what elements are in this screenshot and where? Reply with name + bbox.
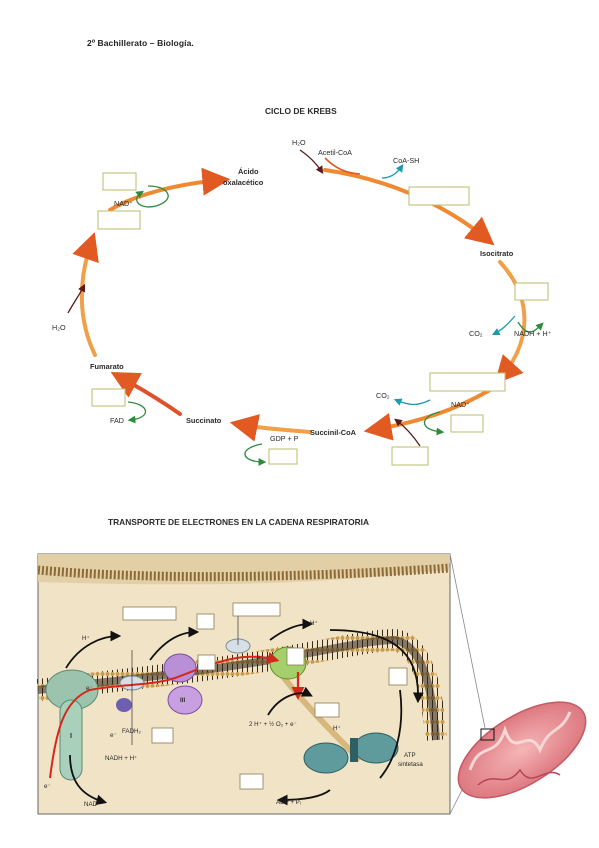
- krebs-cycle-diagram: Ácido oxalacético H₂O Acetil-CoA CoA-SH …: [52, 138, 552, 466]
- label-nad-right: NAD⁺: [451, 400, 470, 409]
- label-complex-i: I: [70, 731, 72, 740]
- atp-synthase: [303, 732, 399, 774]
- complex-iv: [269, 646, 307, 680]
- label-succinato: Succinato: [186, 416, 222, 425]
- etc-title: TRANSPORTE DE ELECTRONES EN LA CADENA RE…: [108, 517, 370, 527]
- arc-succinilcoa-succinato: [229, 414, 312, 442]
- label-hplus-3: H⁺: [333, 725, 341, 732]
- label-coash: CoA-SH: [393, 156, 419, 165]
- answer-box[interactable]: [151, 727, 174, 744]
- answer-box[interactable]: [391, 446, 429, 466]
- arrow-co2-2: [393, 398, 431, 406]
- label-oxygen: 2 H⁺ + ½ O₂ + e⁻: [249, 721, 297, 728]
- label-isocitrato: Isocitrato: [480, 249, 514, 258]
- label-nad-left: NAD⁺: [114, 199, 133, 208]
- complex-i: [45, 669, 99, 781]
- etc-panel: [36, 553, 451, 815]
- arc-succinato-fumarato: [110, 371, 182, 416]
- arrow-nadh-right: [517, 321, 544, 333]
- arrow-co2-1: [491, 315, 516, 336]
- arc-malato-oxalacetico: [108, 167, 231, 212]
- answer-box[interactable]: [514, 282, 549, 301]
- label-atp-2: sintetasa: [398, 761, 423, 768]
- label-eminus-4: e⁻: [44, 783, 51, 790]
- answer-box[interactable]: [196, 613, 215, 630]
- arrow-gdp: [244, 443, 267, 466]
- answer-box[interactable]: [429, 372, 506, 392]
- label-fad: FAD: [110, 416, 124, 425]
- answer-box[interactable]: [268, 448, 298, 465]
- answer-box[interactable]: [388, 667, 408, 686]
- label-co2-1: CO₂: [469, 329, 483, 338]
- label-nad: NAD⁺: [84, 801, 100, 808]
- answer-box[interactable]: [102, 172, 137, 191]
- label-atp-1: ATP: [404, 752, 416, 759]
- complex-iii: [163, 653, 203, 715]
- label-hplus-2: H⁺: [310, 620, 318, 627]
- answer-box[interactable]: [97, 210, 141, 230]
- label-nadh: NADH + H⁺: [514, 329, 552, 338]
- arc-fumarato-malato: [72, 232, 99, 357]
- answer-box[interactable]: [314, 702, 340, 718]
- arrow-nad-left: [135, 185, 169, 208]
- label-nadh: NADH + H⁺: [105, 755, 137, 762]
- arrow-acetil: [324, 157, 361, 175]
- label-eminus-1: e⁻: [86, 685, 93, 692]
- label-hplus-1: H⁺: [82, 635, 90, 642]
- complex-ii: [116, 698, 132, 712]
- answer-box[interactable]: [286, 647, 305, 666]
- answer-box[interactable]: [91, 388, 126, 407]
- label-acetil: Acetil-CoA: [318, 148, 352, 157]
- label-oxalacetico-2: oxalacético: [223, 178, 264, 187]
- label-fadh2: FADH₂: [122, 728, 142, 735]
- label-eminus-3: e⁻: [110, 732, 117, 739]
- mitochondrion-image: [457, 701, 587, 799]
- krebs-title: CICLO DE KREBS: [265, 106, 337, 116]
- page-header: 2º Bachillerato – Biología.: [87, 38, 194, 48]
- label-co2-2: CO₂: [376, 391, 390, 400]
- answer-box[interactable]: [232, 602, 281, 617]
- arrow-dark-right: [394, 418, 421, 447]
- arrow-h2o-top: [299, 149, 324, 174]
- arrow-nad-right: [423, 411, 445, 436]
- arrow-fad: [127, 401, 147, 424]
- label-fumarato: Fumarato: [90, 362, 124, 371]
- arc-alfa-succinilcoa: [363, 388, 492, 441]
- answer-box[interactable]: [197, 654, 216, 671]
- label-h2o-left: H₂O: [52, 323, 66, 332]
- answer-box[interactable]: [450, 414, 484, 433]
- arrow-coash: [381, 164, 404, 179]
- answer-box[interactable]: [239, 773, 264, 790]
- answer-box[interactable]: [122, 606, 177, 621]
- label-gdp: GDP + P: [270, 434, 299, 443]
- label-complex-iii: III: [180, 697, 185, 704]
- arrow-h2o-left: [67, 283, 86, 314]
- arc-isocitrato-alfa: [494, 260, 527, 385]
- label-succinilcoa: Succinil-CoA: [310, 428, 357, 437]
- label-oxalacetico-1: Ácido: [238, 167, 259, 176]
- label-adp: ADP + Pᵢ: [276, 799, 301, 806]
- answer-box[interactable]: [408, 186, 470, 206]
- label-h2o-top: H₂O: [292, 138, 306, 147]
- label-eminus-2: e⁻: [257, 654, 264, 661]
